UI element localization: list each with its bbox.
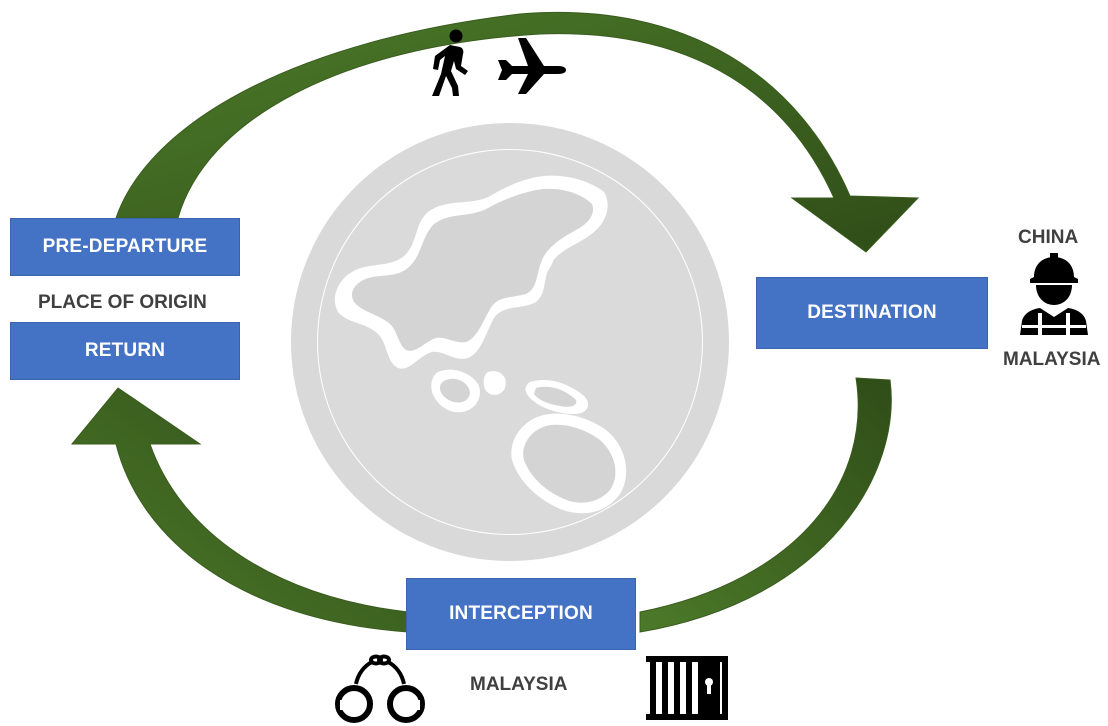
destination-country-china: CHINA [1018,227,1079,248]
jail-icon [646,656,728,720]
interception-label: INTERCEPTION [449,603,593,624]
return-box: RETURN [10,322,240,380]
walking-person-icon [432,29,468,96]
destination-label: DESTINATION [807,302,937,323]
worker-hardhat-icon [1020,253,1088,335]
return-label: RETURN [84,340,166,361]
interception-country-malaysia: MALAYSIA [470,674,568,695]
airplane-icon [498,38,566,94]
handcuffs-icon [335,654,425,723]
destination-box: DESTINATION [756,277,988,349]
arrow-origin-to-destination [115,12,920,253]
pre-departure-box: PRE-DEPARTURE [10,218,240,276]
globe-icon [291,123,729,561]
pre-departure-label: PRE-DEPARTURE [42,236,208,257]
arrow-destination-to-return [70,377,892,633]
interception-box: INTERCEPTION [406,578,636,650]
destination-country-malaysia: MALAYSIA [1003,349,1101,370]
place-of-origin-label: PLACE OF ORIGIN [38,292,207,313]
